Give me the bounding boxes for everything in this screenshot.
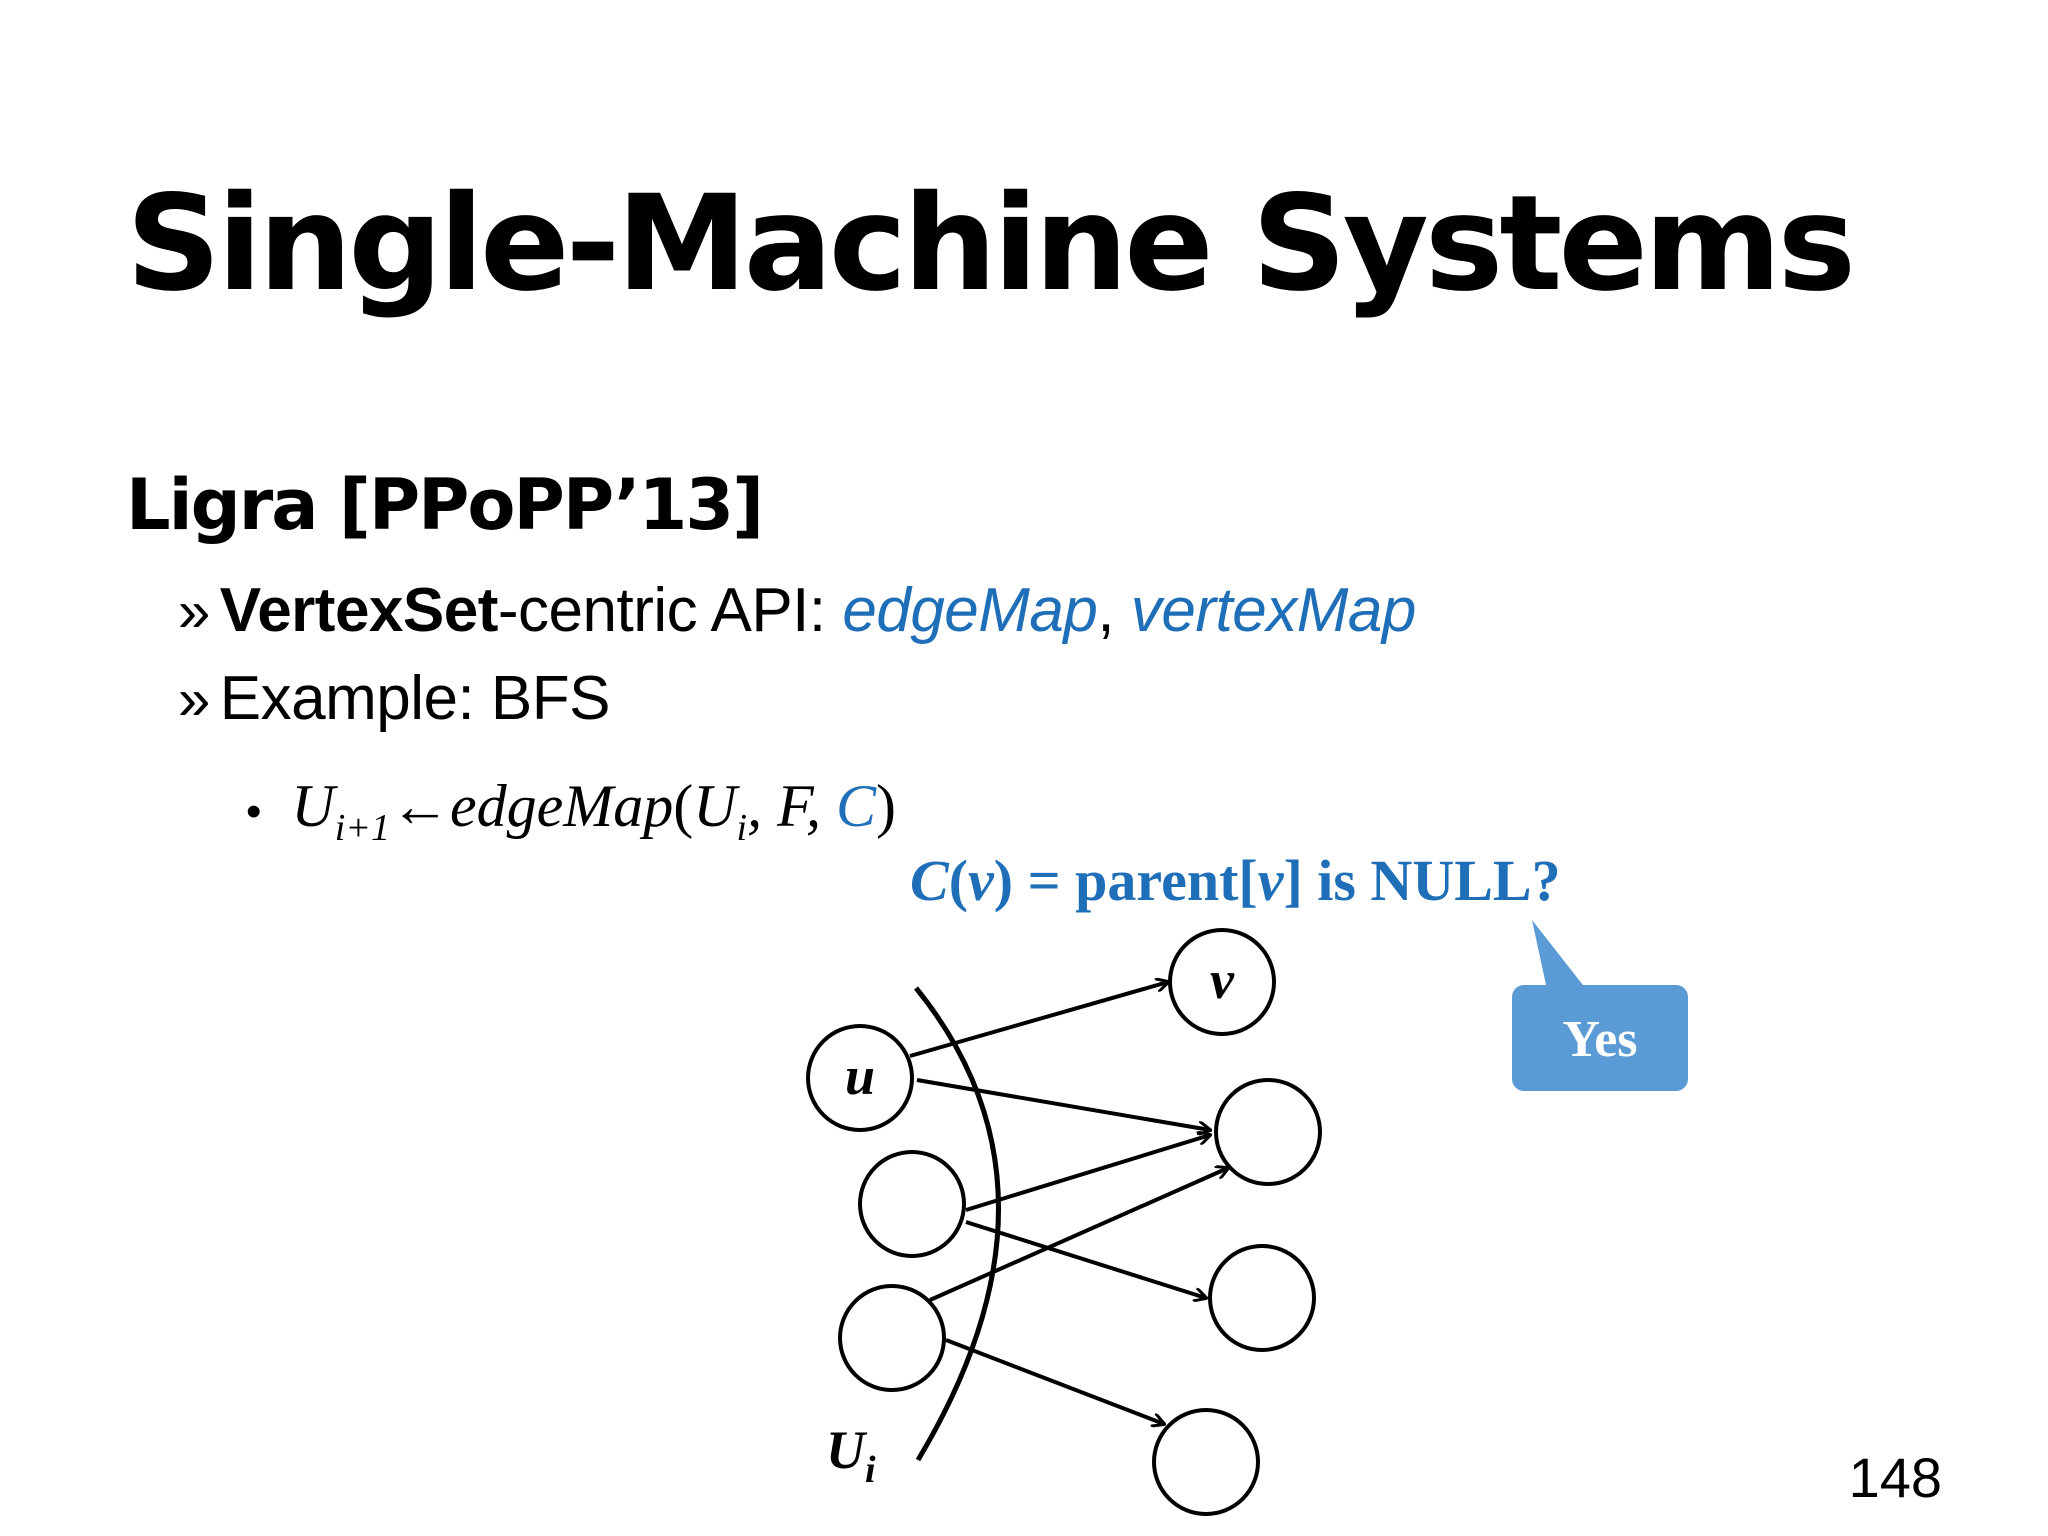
node-frontier-b <box>838 1284 946 1392</box>
condition-v2: v <box>1257 848 1284 913</box>
formula-func: edgeMap <box>449 773 674 839</box>
frontier-label-sub: i <box>865 1449 876 1491</box>
page-number: 148 <box>1848 1446 1942 1509</box>
edge-u-w1 <box>916 1078 1210 1130</box>
formula-u: U <box>693 773 737 839</box>
node-frontier-a <box>858 1150 966 1258</box>
node-w1 <box>1214 1078 1322 1186</box>
condition-rest2: ] is NULL? <box>1283 848 1561 913</box>
section-heading: Ligra [PPoPP’13] <box>126 464 764 546</box>
edge-u-v <box>909 982 1168 1058</box>
formula-open: ( <box>673 773 694 839</box>
api-separator: , <box>1097 576 1131 645</box>
node-w3 <box>1152 1408 1260 1516</box>
formula-c: C <box>836 773 877 839</box>
formula-subscript-i: i <box>736 807 748 849</box>
formula-subscript-next: i+1 <box>334 807 390 849</box>
callout-pointer <box>1532 920 1590 994</box>
slide-title: Single-Machine Systems <box>126 167 1856 321</box>
bullet-marker: » <box>178 667 210 732</box>
bullet-marker: » <box>178 579 210 644</box>
callout-yes-label: Yes <box>1562 1011 1637 1068</box>
node-w2 <box>1208 1244 1316 1352</box>
frontier-arc <box>914 986 1001 1462</box>
condition-rest1: ) = parent[ <box>993 848 1258 913</box>
sub-bullet-dot: • <box>246 787 262 837</box>
condition-open: ( <box>948 848 969 913</box>
callout-bubble <box>1512 985 1688 1091</box>
frontier-label-main: U <box>826 1420 868 1480</box>
formula-comma1: , <box>747 773 778 839</box>
condition-text: C(v) = parent[v] is NULL? <box>910 852 1561 910</box>
bullet-example: »Example: BFS <box>178 667 611 732</box>
node-v <box>1168 928 1276 1036</box>
edge-b-w1 <box>929 1168 1228 1302</box>
formula-f: F <box>777 773 807 839</box>
edge-a-w1 <box>965 1135 1210 1212</box>
bullet-api: »VertexSet-centric API: edgeMap, vertexM… <box>178 580 1416 642</box>
edge-group <box>909 982 1228 1424</box>
condition-c: C <box>910 848 949 913</box>
node-u-label: u <box>845 1046 875 1106</box>
formula-arrow: ← <box>389 773 450 839</box>
node-v-label: v <box>1210 950 1235 1010</box>
edge-a-w2 <box>965 1220 1206 1298</box>
example-text: Example: BFS <box>219 664 611 733</box>
condition-v: v <box>968 848 994 913</box>
formula-u-next: U <box>291 773 335 839</box>
vertexmap-term: vertexMap <box>1130 576 1416 645</box>
api-text: -centric API: <box>497 576 843 645</box>
edge-b-w3 <box>945 1338 1164 1424</box>
edgemap-formula: •Ui+1←edgeMap(Ui, F, C) <box>246 776 896 847</box>
edgemap-term: edgeMap <box>842 576 1098 645</box>
vertexset-term: VertexSet <box>219 576 499 645</box>
formula-close: ) <box>876 773 897 839</box>
node-u <box>806 1024 914 1132</box>
frontier-label: Ui <box>826 1420 876 1491</box>
formula-comma2: , <box>806 773 837 839</box>
